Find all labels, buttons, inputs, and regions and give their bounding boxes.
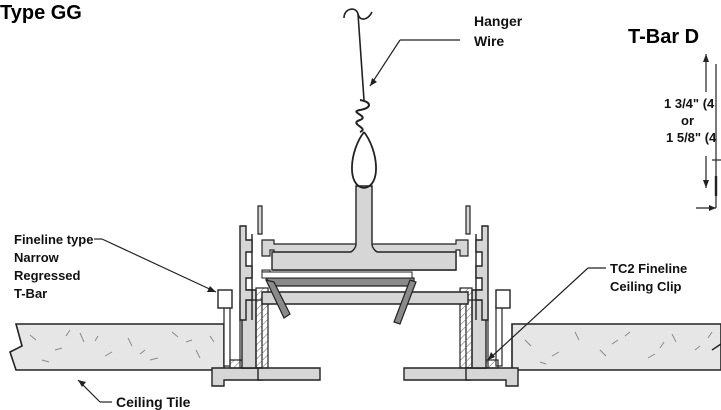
callout-hanger-wire: Hanger Wire xyxy=(474,13,523,49)
title-type-gg: Type GG xyxy=(0,2,82,24)
tbar-ledge-right xyxy=(403,367,519,387)
callout-hanger-wire-line1: Hanger xyxy=(474,13,523,29)
spring-clip xyxy=(261,271,417,325)
left-ceiling-clip xyxy=(217,289,253,369)
tbar-ledge-left xyxy=(211,367,321,387)
dimension-line3: 1 5/8" (4 xyxy=(666,130,717,145)
callout-hanger-wire-line2: Wire xyxy=(474,33,504,49)
callout-tc2-clip: TC2 Fineline Ceiling Clip xyxy=(610,261,687,294)
title-tbar: T-Bar D xyxy=(628,26,699,48)
callout-fineline-line4: T-Bar xyxy=(14,286,47,301)
callout-tc2-line1: TC2 Fineline xyxy=(610,261,687,276)
housing-wall-left xyxy=(239,205,269,369)
dimension-line2: or xyxy=(681,113,694,128)
ceiling-tile-left xyxy=(9,323,225,371)
leader-lines xyxy=(77,39,606,403)
dimension-fragment: 1 3/4" (4 or 1 5/8" (4 xyxy=(664,54,721,211)
callout-fineline-line1: Fineline type xyxy=(14,232,93,247)
callout-fineline-line2: Narrow xyxy=(14,250,60,265)
callout-tc2-line2: Ceiling Clip xyxy=(610,279,682,294)
callout-fineline-line3: Regressed xyxy=(14,268,81,283)
callout-fineline: Fineline type Narrow Regressed T-Bar xyxy=(14,232,93,301)
dimension-line1: 1 3/4" (4 xyxy=(664,96,715,111)
callout-ceiling-tile: Ceiling Tile xyxy=(116,394,191,410)
hanger-wire xyxy=(343,8,377,189)
ceiling-tile-right xyxy=(511,323,721,371)
